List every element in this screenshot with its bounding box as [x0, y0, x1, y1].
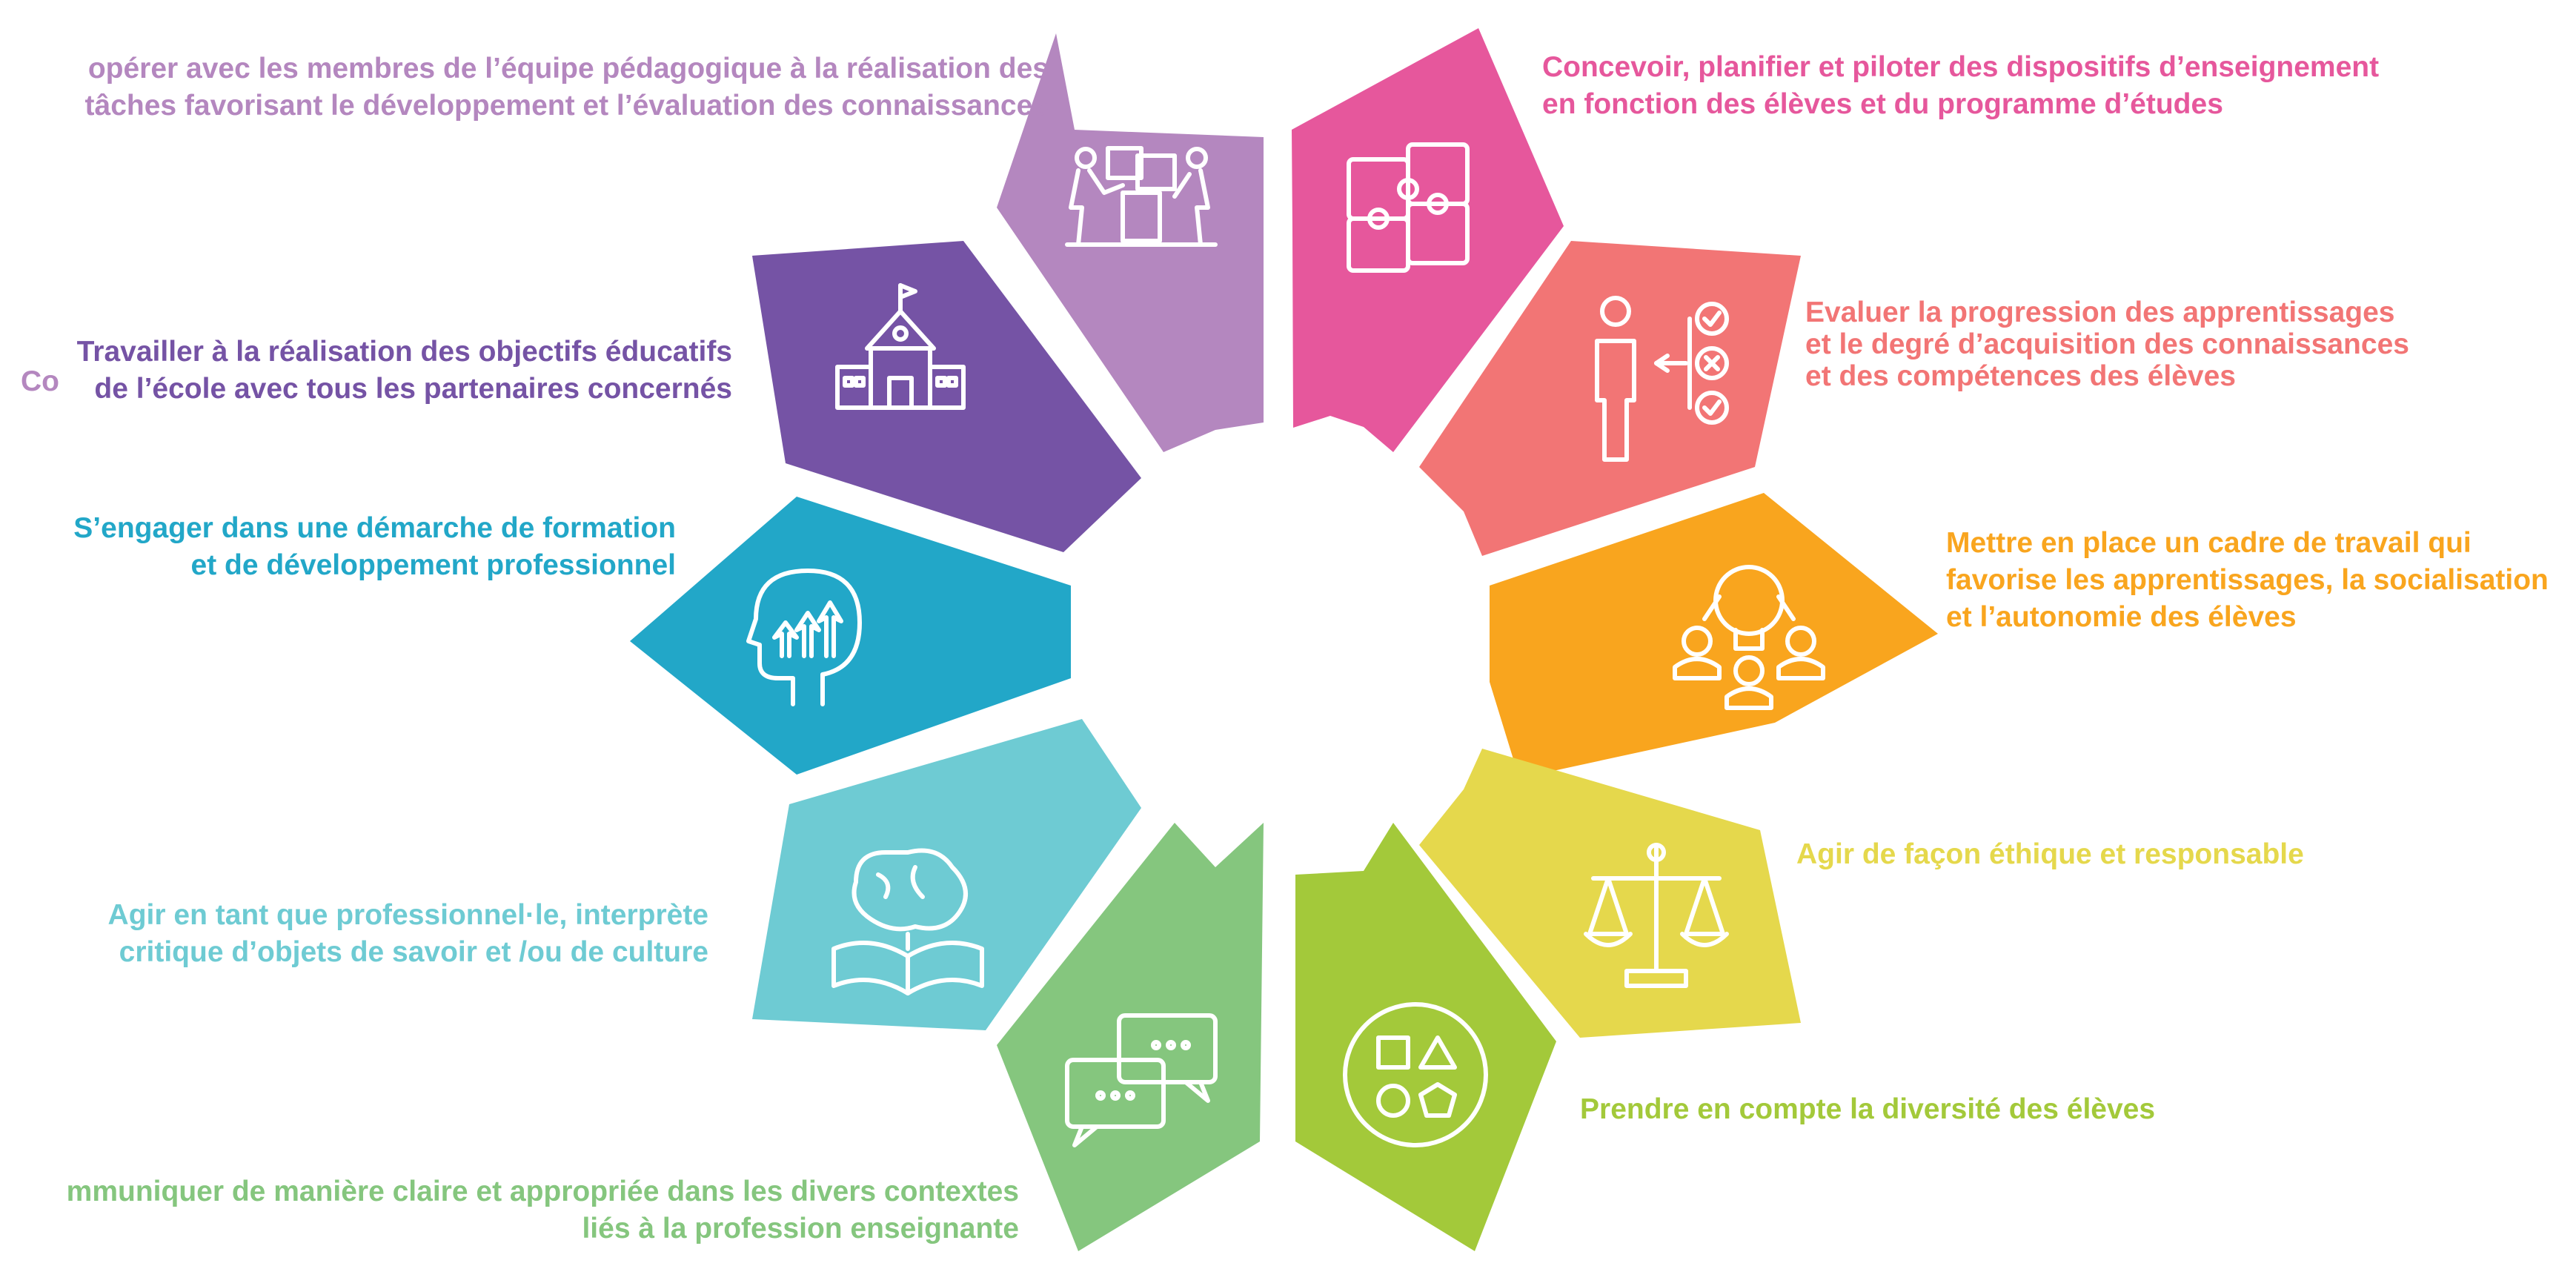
lightbulb-group-icon	[1673, 565, 1825, 710]
label-c10: opérer avec les membres de l’équipe péda…	[48, 50, 1049, 125]
label-c4-line-1: Agir de façon éthique et responsable	[1796, 838, 2304, 870]
fragment-text: Co	[21, 365, 59, 397]
label-c7-line-1: Agir en tant que professionnel·le, inter…	[107, 899, 708, 931]
label-c6-line-2: liés à la profession enseignante	[582, 1213, 1019, 1245]
label-c3-line-2: favorise les apprentissages, la socialis…	[1946, 564, 2549, 596]
label-c9-fragment: Co	[21, 363, 59, 400]
scales-icon	[1584, 843, 1729, 988]
head-growth-icon	[746, 569, 862, 706]
label-c3-line-1: Mettre en place un cadre de travail qui	[1946, 527, 2472, 559]
label-c8-line-1: S’engager dans une démarche de formation	[73, 512, 676, 544]
label-c2-line-2: et le degré d’acquisition des connaissan…	[1805, 328, 2409, 360]
label-c6: mmuniquer de manière claire et approprié…	[48, 1173, 1019, 1247]
evaluation-checklist-icon	[1595, 296, 1729, 462]
label-c2: Evaluer la progression des apprentissage…	[1805, 296, 2409, 392]
label-c9-line-1: Travailler à la réalisation des objectif…	[76, 336, 732, 368]
label-c3: Mettre en place un cadre de travail qui …	[1946, 525, 2549, 636]
petal-c5	[1295, 823, 1556, 1251]
petal-c9	[752, 241, 1141, 552]
label-c9-line-2: de l’école avec tous les partenaires con…	[94, 373, 732, 405]
label-c8-line-2: et de développement professionnel	[190, 549, 676, 581]
petal-c3	[1490, 493, 1938, 778]
label-c7-line-2: critique d’objets de savoir et /ou de cu…	[119, 936, 708, 968]
petal-c6	[997, 823, 1264, 1251]
label-c5: Prendre en compte la diversité des élève…	[1580, 1091, 2155, 1128]
puzzle-icon	[1347, 142, 1470, 273]
label-c8: S’engager dans une démarche de formation…	[73, 510, 676, 584]
label-c3-line-3: et l’autonomie des élèves	[1946, 601, 2297, 633]
label-c5-line-1: Prendre en compte la diversité des élève…	[1580, 1093, 2156, 1125]
petal-c7	[752, 719, 1141, 1030]
shapes-diversity-icon	[1343, 1002, 1488, 1147]
label-c1-line-1: Concevoir, planifier et piloter des disp…	[1542, 51, 2380, 83]
label-c2-line-1: Evaluer la progression des apprentissage…	[1805, 296, 2395, 328]
chat-bubbles-icon	[1065, 1013, 1218, 1147]
label-c7: Agir en tant que professionnel·le, inter…	[108, 897, 708, 971]
petal-c8	[630, 497, 1071, 775]
label-c6-line-1: mmuniquer de manière claire et approprié…	[66, 1176, 1019, 1207]
brain-book-icon	[831, 848, 984, 995]
petal-c1	[1292, 28, 1564, 452]
label-c1-line-2: en fonction des élèves et du programme d…	[1542, 88, 2223, 120]
label-c10-line-2: tâches favorisant le développement et l’…	[84, 90, 1049, 122]
label-c9: Travailler à la réalisation des objectif…	[77, 334, 732, 408]
petal-c4	[1419, 749, 1801, 1038]
label-c10-line-1: opérer avec les membres de l’équipe péda…	[87, 53, 1049, 84]
label-c2-line-3: et des compétences des élèves	[1805, 360, 2236, 392]
teamwork-icon	[1065, 146, 1218, 247]
label-c4: Agir de façon éthique et responsable	[1796, 836, 2304, 873]
school-building-icon	[835, 283, 966, 410]
label-c1: Concevoir, planifier et piloter des disp…	[1542, 49, 2379, 123]
